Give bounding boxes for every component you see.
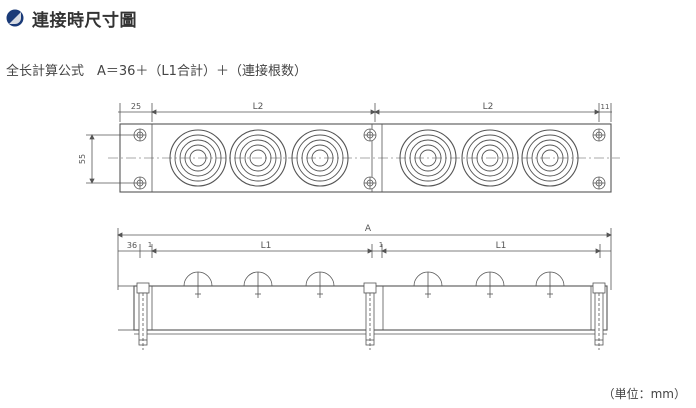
cable-entry-icon	[535, 271, 565, 298]
dim-label-l1: L1	[261, 241, 272, 251]
bolt-icon	[363, 128, 377, 142]
cable-grommet-icon	[169, 129, 227, 187]
dim-label-total: A	[365, 224, 372, 234]
pen-icon	[6, 9, 24, 27]
dim-label-left-side: 36	[127, 241, 137, 250]
bolt-icon	[592, 176, 606, 190]
dim-label-gap: 1	[379, 241, 383, 249]
cable-grommet-icon	[521, 129, 579, 187]
bolt-icon	[133, 128, 147, 142]
page-title: 連接時尺寸圖	[32, 10, 137, 31]
cable-entry-icon	[305, 271, 335, 298]
dim-label-l2: L2	[483, 102, 494, 112]
dim-label-l1: L1	[496, 241, 507, 251]
units-note: （単位：mm）	[602, 387, 686, 401]
cable-grommet-icon	[461, 129, 519, 187]
cable-grommet-icon	[229, 129, 287, 187]
dimension-drawing: 25 L2 L2 11 55	[78, 102, 620, 350]
bolt-side-icon	[592, 282, 606, 350]
dim-label-left: 25	[131, 102, 141, 111]
bolt-icon	[363, 176, 377, 190]
bolt-side-icon	[363, 282, 377, 350]
length-formula: 全长計算公式 A＝36＋（L1合計）＋（連接根数）	[6, 64, 307, 79]
bolt-side-icon	[136, 282, 150, 350]
section-header: 連接時尺寸圖	[6, 6, 137, 31]
cable-entry-icon	[475, 271, 505, 298]
cable-grommet-icon	[291, 129, 349, 187]
dim-label-height: 55	[78, 154, 87, 164]
cable-entry-icon	[243, 271, 273, 298]
bolt-icon	[592, 128, 606, 142]
cable-entry-icon	[183, 271, 213, 298]
cable-grommet-icon	[399, 129, 457, 187]
dim-label-l2: L2	[253, 102, 264, 112]
bolt-icon	[133, 176, 147, 190]
dim-label-gap: 1	[148, 241, 152, 249]
cable-entry-icon	[413, 271, 443, 298]
dim-label-right: 11	[601, 103, 610, 111]
